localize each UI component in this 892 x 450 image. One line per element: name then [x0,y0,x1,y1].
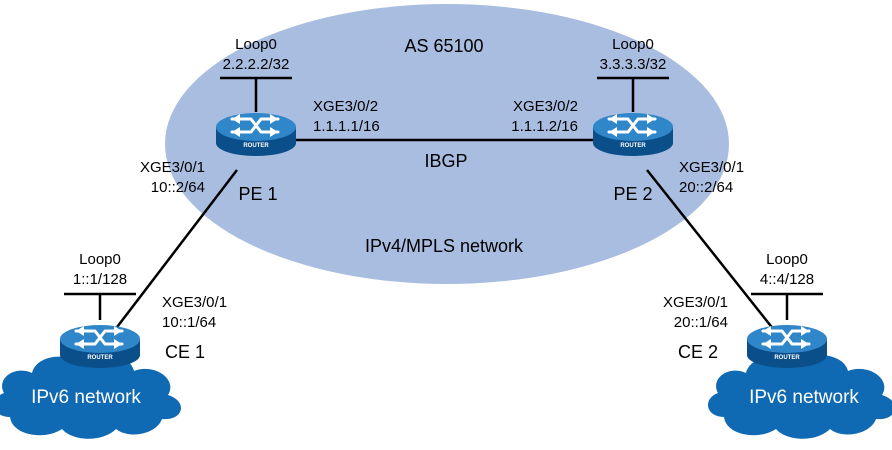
ce2-cloud [708,354,892,439]
pe1-router-icon[interactable]: ROUTER [214,111,298,158]
pe2-router-caption: ROUTER [620,143,646,149]
ibgp-label: IBGP [424,151,467,171]
ce1-loop-ip: 1::1/128 [73,271,127,288]
pe2-name: PE 2 [613,184,652,204]
ce1-name: CE 1 [165,342,205,362]
pe1-core-ip: 1.1.1.1/16 [313,118,380,135]
pe1-ce-if: XGE3/0/1 [140,159,205,176]
ce1-cloud-label: IPv6 network [31,387,141,408]
ce1-router-caption: ROUTER [87,355,113,361]
pe1-loop-name: Loop0 [235,36,277,53]
pe1-ce1-link [110,169,238,336]
ce1-pe-ip: 10::1/64 [162,314,216,331]
ce2-loop-name: Loop0 [766,251,808,268]
pe2-core-ip: 1.1.1.2/16 [511,118,578,135]
ce2-router-caption: ROUTER [774,355,800,361]
pe1-name: PE 1 [238,184,277,204]
network-label: IPv4/MPLS network [365,236,524,256]
as-label: AS 65100 [404,36,483,56]
ce2-pe-ip: 20::1/64 [674,314,728,331]
ce2-pe-if: XGE3/0/1 [663,294,728,311]
pe2-ce2-link [646,169,779,336]
pe2-core-if: XGE3/0/2 [513,98,578,115]
pe1-loop-ip: 2.2.2.2/32 [223,56,290,73]
as-65100-ellipse [165,4,729,284]
pe2-loop-name: Loop0 [612,36,654,53]
pe2-ce-ip: 20::2/64 [679,179,733,196]
pe2-loop-ip: 3.3.3.3/32 [600,56,667,73]
pe1-core-if: XGE3/0/2 [313,98,378,115]
pe2-ce-if: XGE3/0/1 [679,159,744,176]
ce1-cloud [0,354,181,439]
ce2-loop-ip: 4::4/128 [760,271,814,288]
ce2-router-icon[interactable]: ROUTER [745,323,829,370]
pe1-ce-ip: 10::2/64 [151,179,205,196]
pe1-router-caption: ROUTER [243,143,269,149]
ce1-router-icon[interactable]: ROUTER [58,323,142,370]
ce2-cloud-label: IPv6 network [749,387,859,408]
ce2-name: CE 2 [678,342,718,362]
ce1-pe-if: XGE3/0/1 [162,294,227,311]
pe2-router-icon[interactable]: ROUTER [591,111,675,158]
ce1-loop-name: Loop0 [79,251,121,268]
